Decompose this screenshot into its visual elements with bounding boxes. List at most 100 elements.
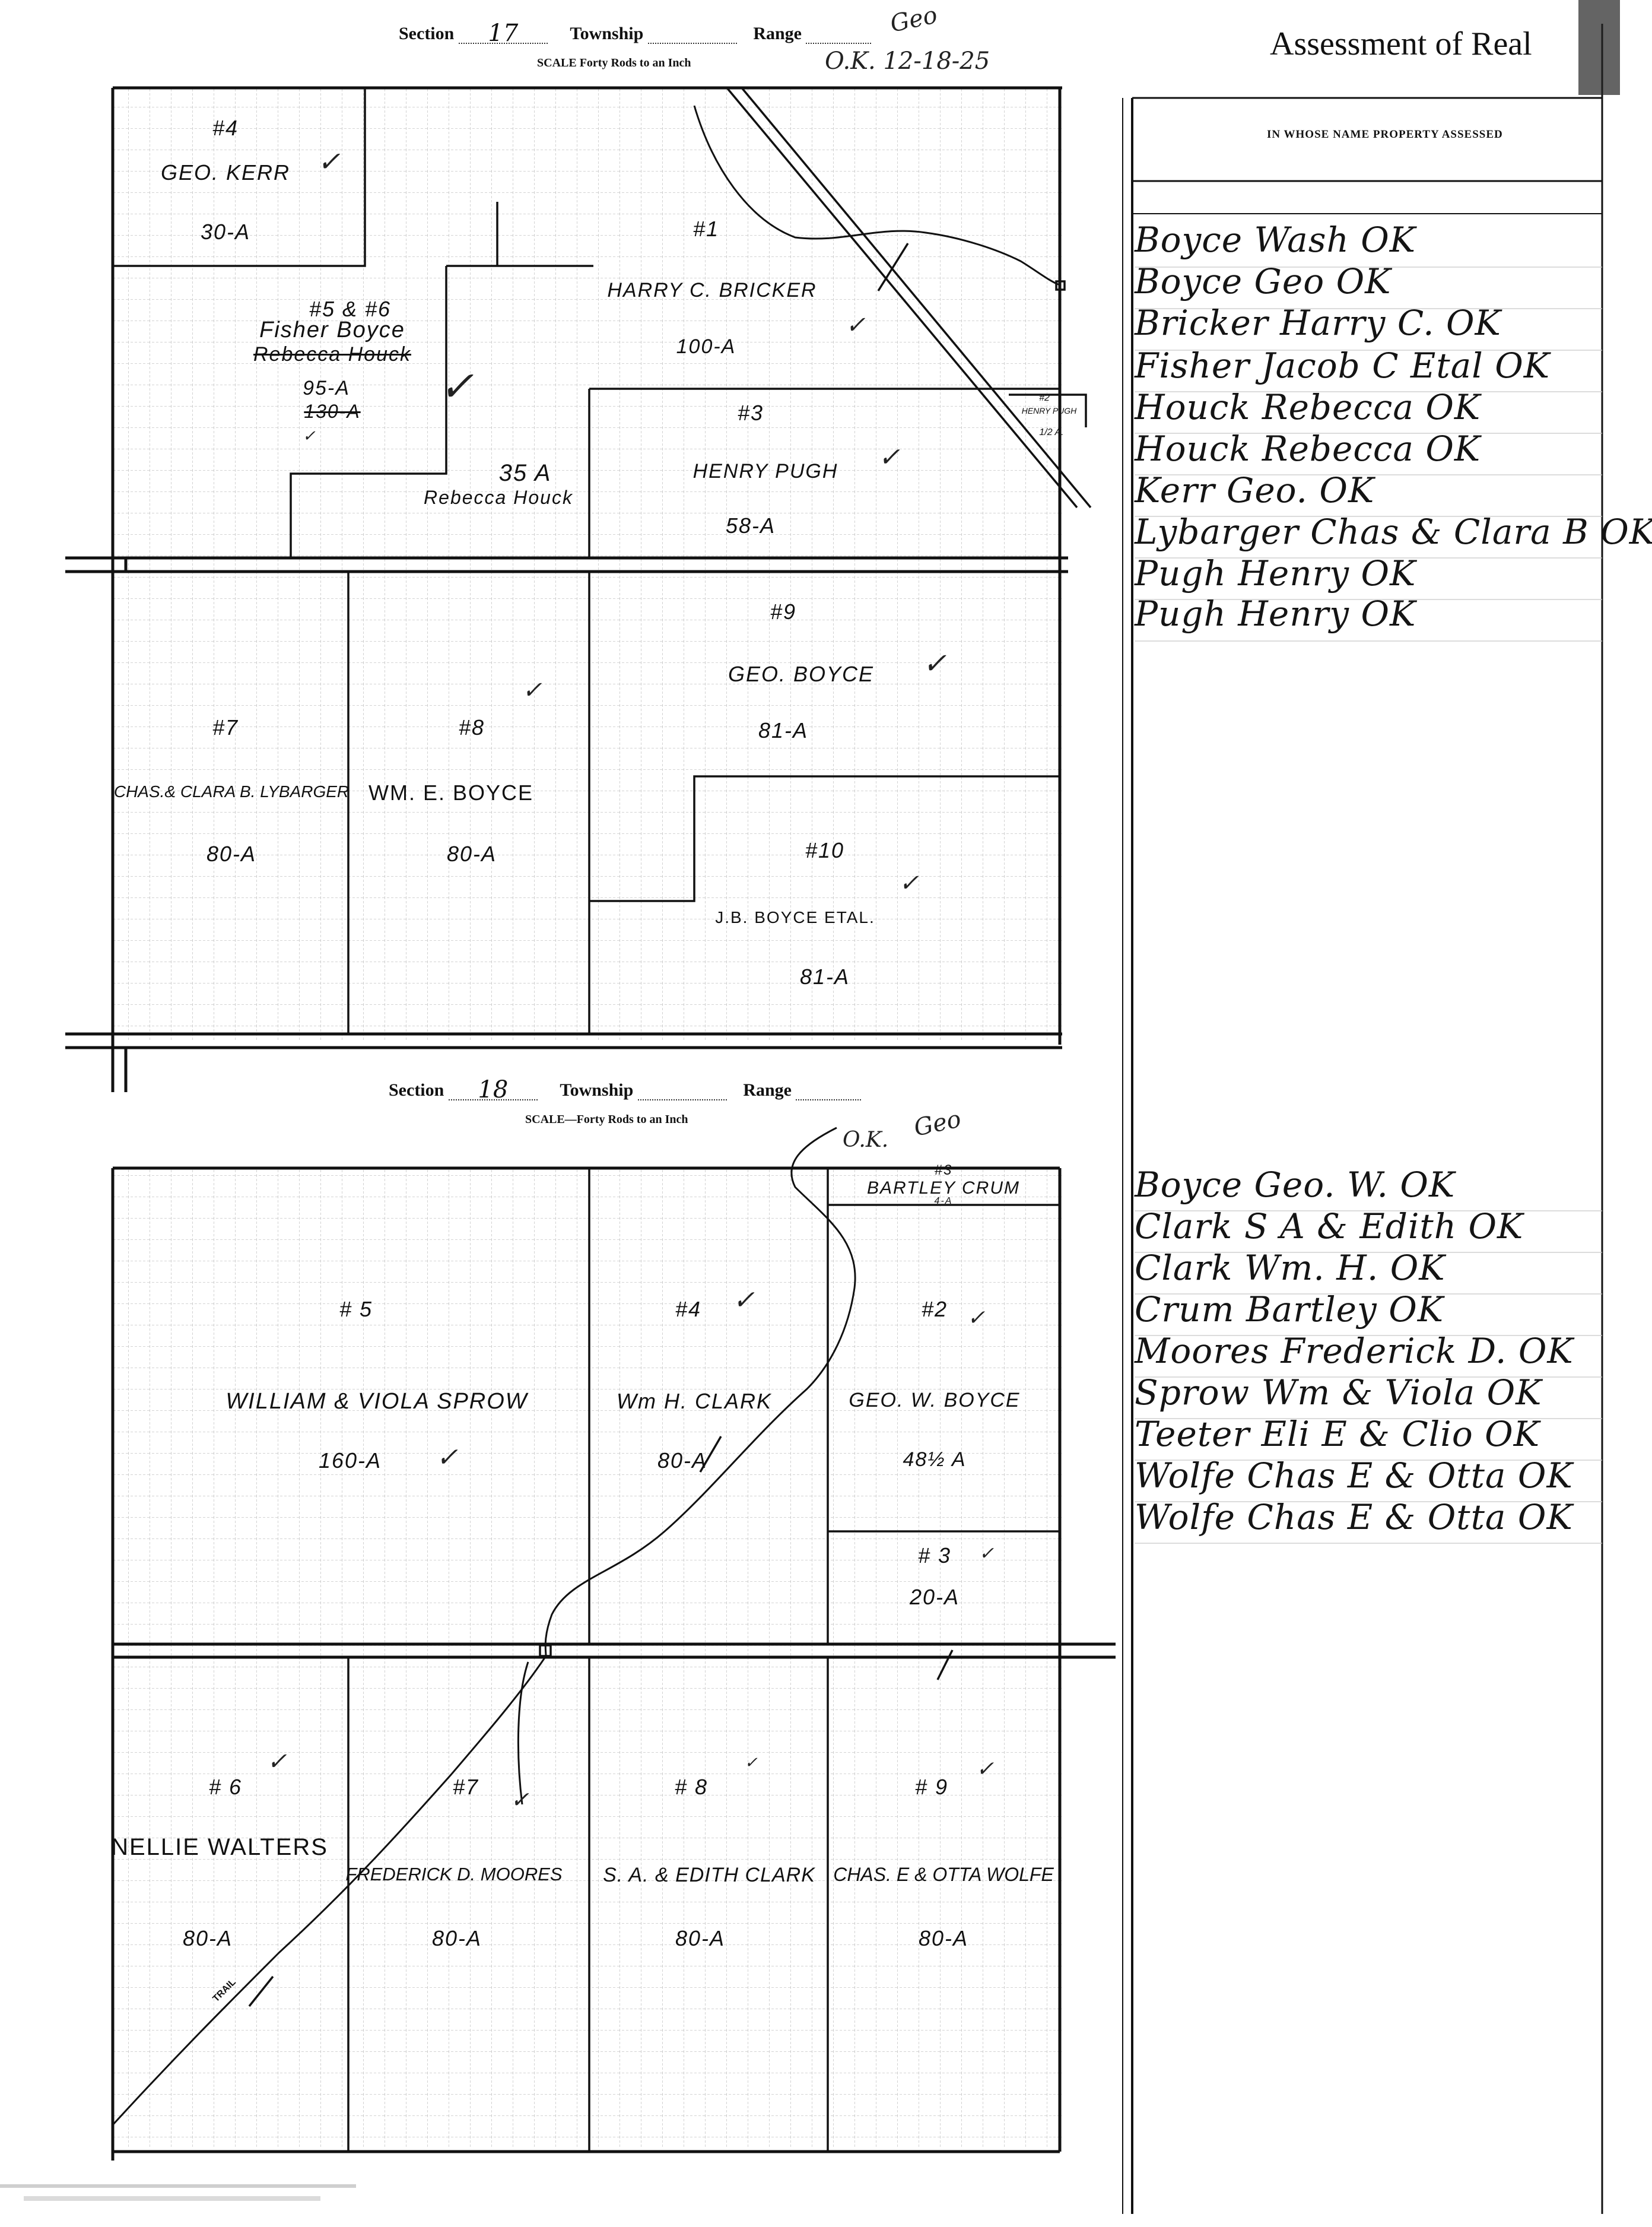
- parcel-number: #4: [675, 1297, 702, 1321]
- ledger-entry: Boyce Wash OK: [1135, 220, 1416, 260]
- check-mark-icon: ✓: [733, 1285, 755, 1315]
- parcel-owner: HARRY C. BRICKER: [607, 279, 817, 302]
- parcel-acres: 48½ A: [903, 1448, 967, 1471]
- check-mark-icon: ✓: [439, 362, 474, 411]
- parcel-owner: BARTLEY CRUM: [867, 1178, 1020, 1198]
- section-18-header: Section 18 Township Range: [389, 1078, 862, 1102]
- township-label: Township: [560, 1080, 634, 1100]
- parcel-acres: 100-A: [676, 335, 736, 358]
- check-mark-icon: ✓: [267, 1748, 287, 1775]
- parcel-owner: NELLIE WALTERS: [111, 1834, 328, 1860]
- section-18-map: [111, 1127, 1116, 2161]
- check-mark-icon: ✓: [979, 1543, 995, 1564]
- check-mark-icon: ✓: [878, 442, 900, 472]
- parcel-number: # 3: [917, 1543, 952, 1568]
- township-blank: [637, 1084, 727, 1100]
- section-18-ok-note: O.K.: [843, 1128, 889, 1152]
- parcel-acres: 81-A: [758, 718, 809, 743]
- ledger-entry: Sprow Wm & Viola OK: [1135, 1372, 1542, 1413]
- parcel-number: #7: [212, 715, 239, 740]
- section-label: Section: [389, 1080, 444, 1100]
- parcel-owner: S. A. & EDITH CLARK: [603, 1864, 815, 1886]
- check-mark-icon: ✓: [923, 647, 947, 680]
- parcel-acres: 80-A: [182, 1926, 233, 1950]
- parcel-number: #9: [770, 599, 797, 624]
- range-blank: [796, 1084, 862, 1100]
- parcel-struck-acres: 130-A: [304, 401, 361, 422]
- parcel-owner: HENRY PUGH: [692, 460, 838, 483]
- parcel-owner: J.B. BOYCE ETAL.: [715, 908, 875, 927]
- section-label: Section: [399, 24, 455, 43]
- section-number: 17: [458, 21, 548, 45]
- parcel-acres: 20-A: [909, 1585, 960, 1609]
- parcel-acres: 1/2 A.: [1039, 427, 1064, 437]
- ledger-entry: Boyce Geo OK: [1135, 261, 1392, 302]
- parcel-owner: HENRY PUGH: [1021, 406, 1077, 415]
- parcel-acres: 80-A: [657, 1448, 708, 1473]
- parcel-acres: 80-A: [431, 1926, 482, 1950]
- parcel-acres: 160-A: [318, 1448, 382, 1473]
- ledger-entry: Wolfe Chas E & Otta OK: [1135, 1455, 1573, 1496]
- parcel-owner: GEO. BOYCE: [727, 662, 875, 686]
- section-18-scale: SCALE—Forty Rods to an Inch: [525, 1113, 688, 1126]
- parcel-acres: 30-A: [200, 220, 251, 244]
- parcel-owner: Wm H. CLARK: [616, 1389, 773, 1413]
- parcel-number: #3: [737, 401, 764, 425]
- ledger-rules: [1135, 267, 1602, 1544]
- parcel-acres: 80-A: [675, 1926, 726, 1950]
- parcel-number: #7: [452, 1775, 479, 1799]
- parcel-owner: GEO. W. BOYCE: [849, 1389, 1021, 1411]
- parcel-number: #3: [934, 1162, 953, 1178]
- parcel-number: #2: [1039, 393, 1050, 403]
- ledger-entry: Pugh Henry OK: [1135, 553, 1416, 594]
- township-label: Township: [570, 24, 644, 43]
- section-17-header: Section 17 Township Range: [399, 21, 872, 45]
- parcel-acres: 95-A: [303, 377, 350, 399]
- parcel-number: #10: [805, 838, 845, 862]
- ledger-entry: Wolfe Chas E & Otta OK: [1135, 1497, 1573, 1537]
- parcel-owner: Fisher Boyce: [259, 318, 405, 342]
- ledger-entry: Crum Bartley OK: [1135, 1289, 1444, 1330]
- parcel-owner: GEO. KERR: [160, 160, 291, 185]
- check-mark-icon: ✓: [967, 1306, 986, 1330]
- parcel-owner: WM. E. BOYCE: [368, 781, 534, 805]
- ledger-entry: Kerr Geo. OK: [1135, 470, 1375, 510]
- parcel-number: #5 & #6: [309, 297, 392, 321]
- range-label: Range: [753, 24, 802, 43]
- ledger-title: Assessment of Real: [1270, 26, 1532, 62]
- parcel-number: # 6: [208, 1775, 243, 1799]
- parcel-number: #4: [212, 116, 239, 140]
- range-label: Range: [743, 1080, 792, 1100]
- check-mark-icon: ✓: [899, 870, 919, 897]
- parcel-acres: 4-A: [934, 1196, 953, 1206]
- check-mark-icon: ✓: [436, 1442, 458, 1473]
- parcel-acres: 35 A: [498, 460, 552, 486]
- parcel-owner: CHAS. E & OTTA WOLFE: [833, 1864, 1054, 1885]
- parcel-number: #2: [921, 1297, 948, 1321]
- ledger-entry: Houck Rebecca OK: [1135, 429, 1481, 469]
- ledger-entry: Clark S A & Edith OK: [1135, 1206, 1524, 1246]
- section-17-ok-note: O.K. 12-18-25: [825, 47, 990, 75]
- ledger-column-header: IN WHOSE NAME PROPERTY ASSESSED: [1267, 128, 1503, 141]
- range-blank: [806, 27, 872, 44]
- check-mark-icon: ✓: [510, 1787, 529, 1813]
- ledger-entry: Houck Rebecca OK: [1135, 387, 1481, 427]
- parcel-number: #1: [692, 217, 720, 241]
- parcel-struck-owner: Rebecca Houck: [253, 343, 412, 366]
- parcel-owner: CHAS.& CLARA B. LYBARGER: [113, 782, 350, 801]
- parcel-acres: 58-A: [725, 513, 776, 538]
- scan-noise: [0, 0, 1620, 2201]
- parcel-number: # 5: [339, 1297, 373, 1321]
- check-mark-icon: ✓: [976, 1757, 995, 1781]
- parcel-owner: WILLIAM & VIOLA SPROW: [225, 1389, 528, 1414]
- parcel-number: #8: [458, 715, 485, 740]
- check-mark-icon: ✓: [317, 145, 341, 177]
- township-blank: [647, 27, 737, 44]
- ledger-entry: Bricker Harry C. OK: [1135, 303, 1501, 343]
- parcel-owner: FREDERICK D. MOORES: [345, 1864, 563, 1885]
- ledger-entry: Lybarger Chas & Clara B OK: [1135, 512, 1652, 552]
- parcel-acres: 80-A: [206, 842, 257, 866]
- parcel-acres: 80-A: [918, 1926, 969, 1950]
- ledger-entry: Fisher Jacob C Etal OK: [1135, 345, 1551, 386]
